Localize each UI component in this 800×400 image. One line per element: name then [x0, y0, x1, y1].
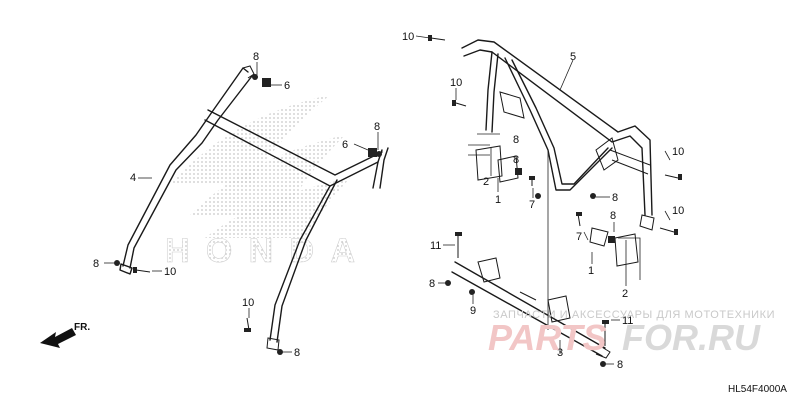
label-11-b: 11	[622, 315, 633, 327]
label-2-a: 2	[483, 176, 489, 188]
label-5: 5	[570, 51, 576, 63]
label-8-g: 8	[612, 192, 618, 204]
label-7-b: 7	[576, 231, 582, 243]
label-10-f: 10	[672, 205, 684, 217]
label-8-a: 8	[253, 51, 259, 63]
part-3-lower-bar	[451, 257, 611, 359]
label-8-i: 8	[429, 278, 435, 290]
watermark-name-red: PARTS	[488, 317, 607, 358]
leader-lines	[104, 35, 671, 365]
part-brackets	[262, 78, 639, 267]
label-10-e: 10	[672, 146, 684, 158]
part-labels: 10 5 10 8 8 6 8 6 4 8 10 10 8 8 2 1 7 10…	[93, 31, 684, 371]
label-2-b: 2	[622, 288, 628, 300]
label-6-a: 6	[284, 80, 290, 92]
diagram-code: HL54F4000A	[728, 384, 787, 395]
front-direction-arrow: FR.	[40, 322, 90, 348]
watermark-tagline: ЗАПЧАСТИ И АКСЕССУАРЫ ДЛЯ МОТОТЕХНИКИ	[493, 309, 775, 321]
label-10-a: 10	[402, 31, 414, 43]
direction-label: FR.	[74, 322, 90, 333]
label-8-b: 8	[513, 134, 519, 146]
label-10-d: 10	[242, 297, 254, 309]
label-8-d: 8	[93, 258, 99, 270]
label-8-c: 8	[374, 121, 380, 133]
watermark-name-gray: FOR.RU	[622, 317, 761, 358]
site-watermark: ЗАПЧАСТИ И АКСЕССУАРЫ ДЛЯ МОТОТЕХНИКИ PA…	[488, 309, 775, 358]
label-8-j: 8	[617, 359, 623, 371]
label-11-a: 11	[430, 240, 441, 252]
label-6-b: 6	[342, 139, 348, 151]
label-10-b: 10	[450, 77, 462, 89]
label-7-a: 7	[529, 199, 535, 211]
label-8-h: 8	[610, 210, 616, 222]
label-8-f: 8	[513, 154, 519, 166]
label-8-e: 8	[294, 347, 300, 359]
label-3: 3	[557, 347, 563, 359]
label-1-b: 1	[588, 265, 594, 277]
label-9: 9	[470, 305, 476, 317]
label-10-c: 10	[164, 266, 176, 278]
label-4: 4	[130, 172, 136, 184]
honda-watermark-text: HONDA	[165, 232, 355, 270]
label-1-a: 1	[495, 194, 501, 206]
part-5-rear-bar	[461, 39, 655, 231]
fasteners	[114, 35, 682, 367]
honda-wing-watermark: HONDA	[165, 95, 355, 270]
